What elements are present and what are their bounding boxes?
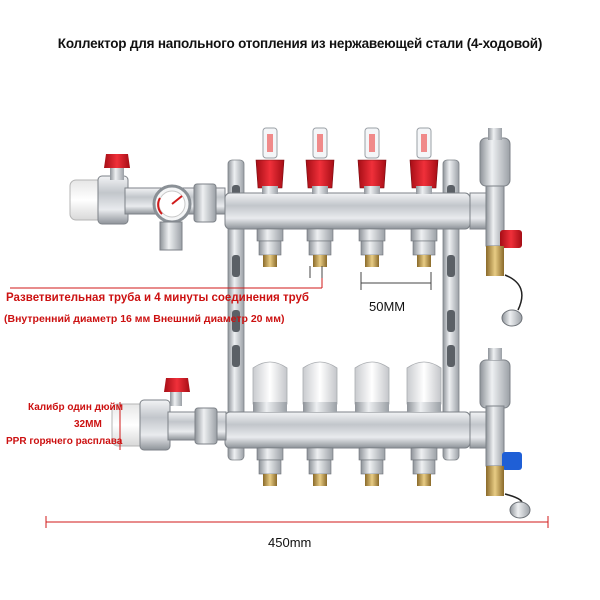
pipe-connection-note: Разветвительная труба и 4 минуты соедине… — [6, 292, 309, 304]
dimension-lines — [45, 266, 549, 528]
bottom-manifold-bar — [224, 411, 471, 449]
caliber-note: Калибр один дюйм — [28, 402, 124, 413]
pipe-diameter-note: (Внутренний диаметр 16 мм Внешний диамет… — [4, 313, 285, 325]
ppr-note: PPR горячего расплава — [6, 436, 123, 447]
flowmeter — [255, 127, 285, 194]
flowmeter-group — [255, 127, 439, 194]
white-valve-caps — [252, 361, 442, 412]
flowmeter — [357, 127, 387, 194]
bottom-outlet-fittings — [256, 447, 438, 486]
bottom-end-unit — [469, 348, 531, 519]
top-manifold-bar — [224, 192, 471, 230]
top-outlet-fittings — [256, 228, 438, 267]
bottom-inlet-assembly — [111, 378, 227, 451]
annotation-lines — [10, 278, 323, 289]
top-inlet-assembly — [69, 154, 226, 251]
spacing-dimension-label: 50MM — [369, 299, 406, 314]
width-dimension-label: 450mm — [268, 535, 312, 550]
flowmeter — [305, 127, 335, 194]
caliber-size-note: 32ММ — [74, 419, 102, 430]
top-end-unit — [469, 128, 523, 327]
flowmeter — [409, 127, 439, 194]
page-title: Коллектор для напольного отопления из не… — [57, 36, 543, 51]
